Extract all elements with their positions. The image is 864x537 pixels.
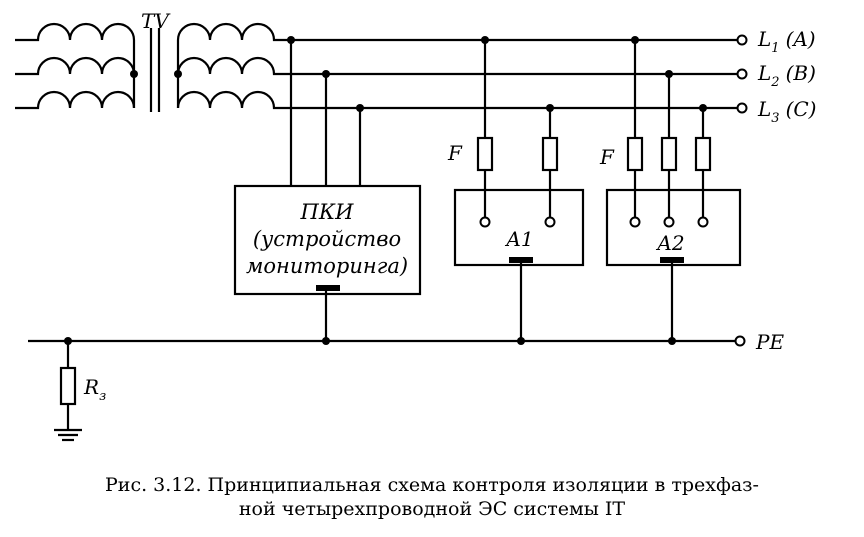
a1-label: A1 <box>504 227 533 251</box>
l3-terminal <box>736 102 748 114</box>
a2-fuse-2 <box>660 136 678 172</box>
a1-fuse-1 <box>476 136 494 172</box>
a2-fuse-3 <box>694 136 712 172</box>
a2-label: A2 <box>655 231 684 255</box>
line-l1: L1 (A) <box>736 27 816 56</box>
pe-label: PE <box>755 330 784 354</box>
pe-terminal <box>734 335 746 347</box>
l2-terminal <box>736 68 748 80</box>
line-l3: L3 (C) <box>736 97 816 126</box>
l1-sub: 1 <box>771 41 779 56</box>
monitor-device: ПКИ (устройство мониторинга) <box>233 36 422 341</box>
a1-fuse-2 <box>541 136 559 172</box>
l2-name: L <box>757 61 771 85</box>
resistor-name: R <box>83 375 99 399</box>
svg-text:Rз: Rз <box>83 375 106 404</box>
device-a1: F A1 <box>447 36 585 341</box>
l1-terminal <box>736 34 748 46</box>
transformer-label: TV <box>141 9 171 33</box>
l3-sub: 3 <box>771 111 779 126</box>
svg-text:L2(B): L2 (B) <box>757 61 816 90</box>
a1-fuse-label: F <box>447 141 463 165</box>
l2-phase: (B) <box>786 61 816 85</box>
a2-fuse-1 <box>626 136 644 172</box>
l3-name: L <box>757 97 771 121</box>
pe-bus: PE <box>28 330 784 354</box>
transformer-primary-windings <box>15 22 138 110</box>
a2-fuse-label: F <box>599 145 615 169</box>
monitor-subtitle-1: (устройство <box>253 227 401 251</box>
transformer-secondary-windings <box>174 22 740 110</box>
line-l2: L2 (B) <box>736 61 816 90</box>
monitor-title: ПКИ <box>300 200 355 224</box>
svg-text:L3(C): L3 (C) <box>757 97 816 126</box>
l1-phase: (A) <box>786 27 816 51</box>
l1-name: L <box>757 27 771 51</box>
caption-line-2: ной четырехпроводной ЭС системы IT <box>239 498 626 520</box>
caption-line-1: Рис. 3.12. Принципиальная схема контроля… <box>105 474 759 496</box>
l2-sub: 2 <box>770 75 779 90</box>
l3-phase: (C) <box>786 97 817 121</box>
resistor-sub: з <box>99 389 106 404</box>
transformer-core <box>149 28 161 112</box>
ground-resistor: Rз <box>54 341 106 442</box>
svg-text:L1(A): L1 (A) <box>757 27 816 56</box>
monitor-subtitle-2: мониторинга) <box>246 254 408 278</box>
device-a2: F A2 <box>599 36 742 341</box>
